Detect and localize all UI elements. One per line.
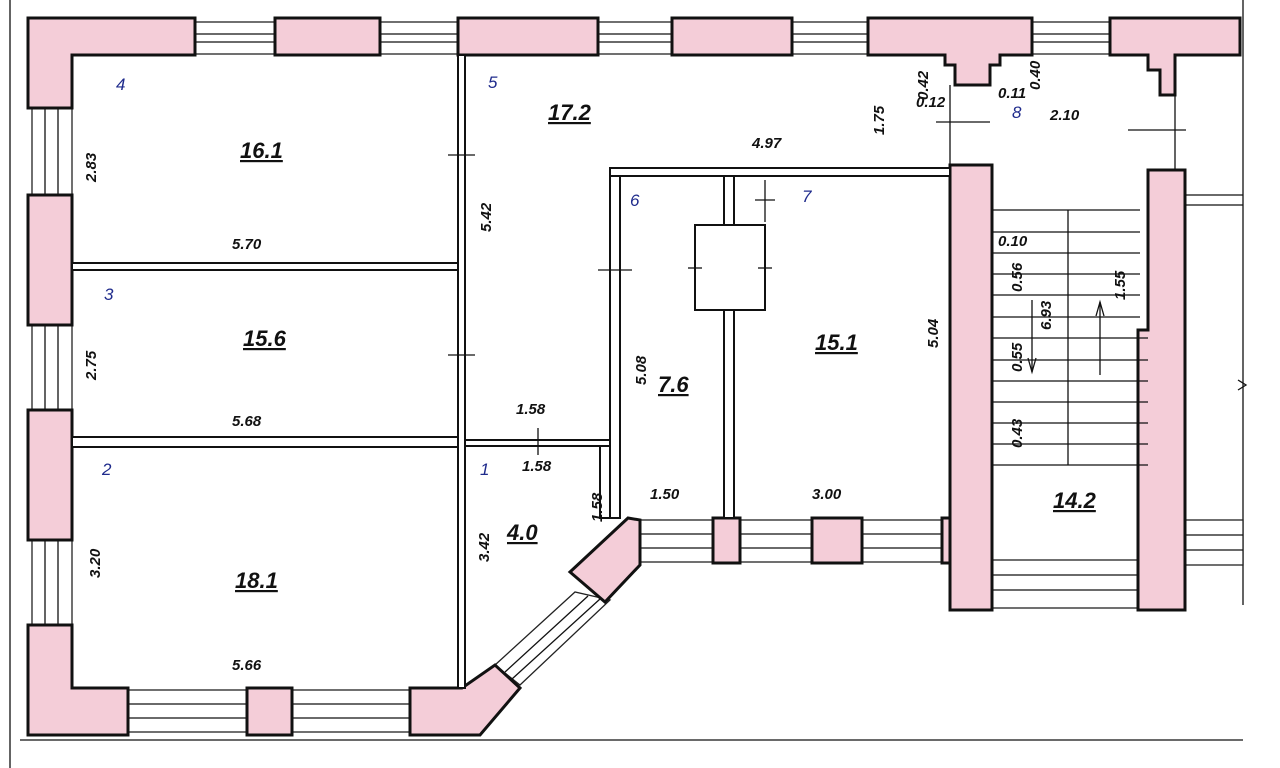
dim-label: 0.43 bbox=[1009, 418, 1026, 448]
staircase bbox=[992, 209, 1148, 466]
room-area-8: 14.2 bbox=[1053, 488, 1097, 513]
room-area-7: 15.1 bbox=[815, 330, 858, 355]
dim-label: 6.93 bbox=[1038, 300, 1055, 330]
dim-label: 0.40 bbox=[1027, 60, 1044, 90]
room-area-2: 18.1 bbox=[235, 568, 278, 593]
room-number-6: 6 bbox=[630, 191, 640, 210]
dim-label: 5.68 bbox=[232, 413, 262, 430]
room-area-3: 15.6 bbox=[243, 326, 287, 351]
room-number-2: 2 bbox=[101, 460, 112, 479]
dim-label: 2.83 bbox=[83, 152, 100, 183]
dim-label: 0.56 bbox=[1009, 262, 1026, 292]
dim-label: 0.12 bbox=[916, 94, 946, 111]
dim-label: 1.55 bbox=[1112, 270, 1129, 300]
room-number-5: 5 bbox=[488, 73, 498, 92]
dim-label: 5.70 bbox=[232, 236, 262, 253]
dim-label: 2.75 bbox=[83, 350, 100, 381]
room-number-1: 1 bbox=[480, 460, 489, 479]
dim-label: 0.42 bbox=[915, 70, 932, 100]
room-area-6: 7.6 bbox=[658, 372, 689, 397]
room-area-5: 17.2 bbox=[548, 100, 592, 125]
exterior-walls bbox=[26, 16, 1242, 737]
dim-label: 3.00 bbox=[812, 486, 842, 503]
dim-label: 0.55 bbox=[1009, 342, 1026, 372]
dim-label: 1.75 bbox=[871, 105, 888, 135]
dim-label: 2.10 bbox=[1049, 107, 1080, 124]
dim-label: 0.11 bbox=[998, 85, 1026, 102]
room-number-8: 8 bbox=[1012, 103, 1022, 122]
room-number-3: 3 bbox=[104, 285, 114, 304]
dimension-ticks bbox=[448, 121, 1248, 455]
room-number-7: 7 bbox=[802, 187, 812, 206]
dim-label: 5.08 bbox=[633, 355, 650, 385]
dim-label: 1.58 bbox=[516, 401, 546, 418]
room-area-1: 4.0 bbox=[506, 520, 538, 545]
dimension-labels: 5.70 2.83 5.68 2.75 5.66 3.20 5.42 1.58 … bbox=[83, 60, 1129, 674]
dim-label: 0.10 bbox=[998, 233, 1028, 250]
dim-label: 1.58 bbox=[589, 492, 606, 522]
dim-label: 4.97 bbox=[751, 135, 782, 152]
dim-label: 1.58 bbox=[522, 458, 552, 475]
room-area-4: 16.1 bbox=[240, 138, 283, 163]
dim-label: 5.66 bbox=[232, 657, 262, 674]
room-number-4: 4 bbox=[116, 75, 125, 94]
dim-label: 5.42 bbox=[478, 202, 495, 232]
dim-label: 1.50 bbox=[650, 486, 680, 503]
dim-label: 3.42 bbox=[476, 532, 493, 562]
dim-label: 3.20 bbox=[87, 548, 104, 578]
dim-label: 5.04 bbox=[925, 318, 942, 348]
